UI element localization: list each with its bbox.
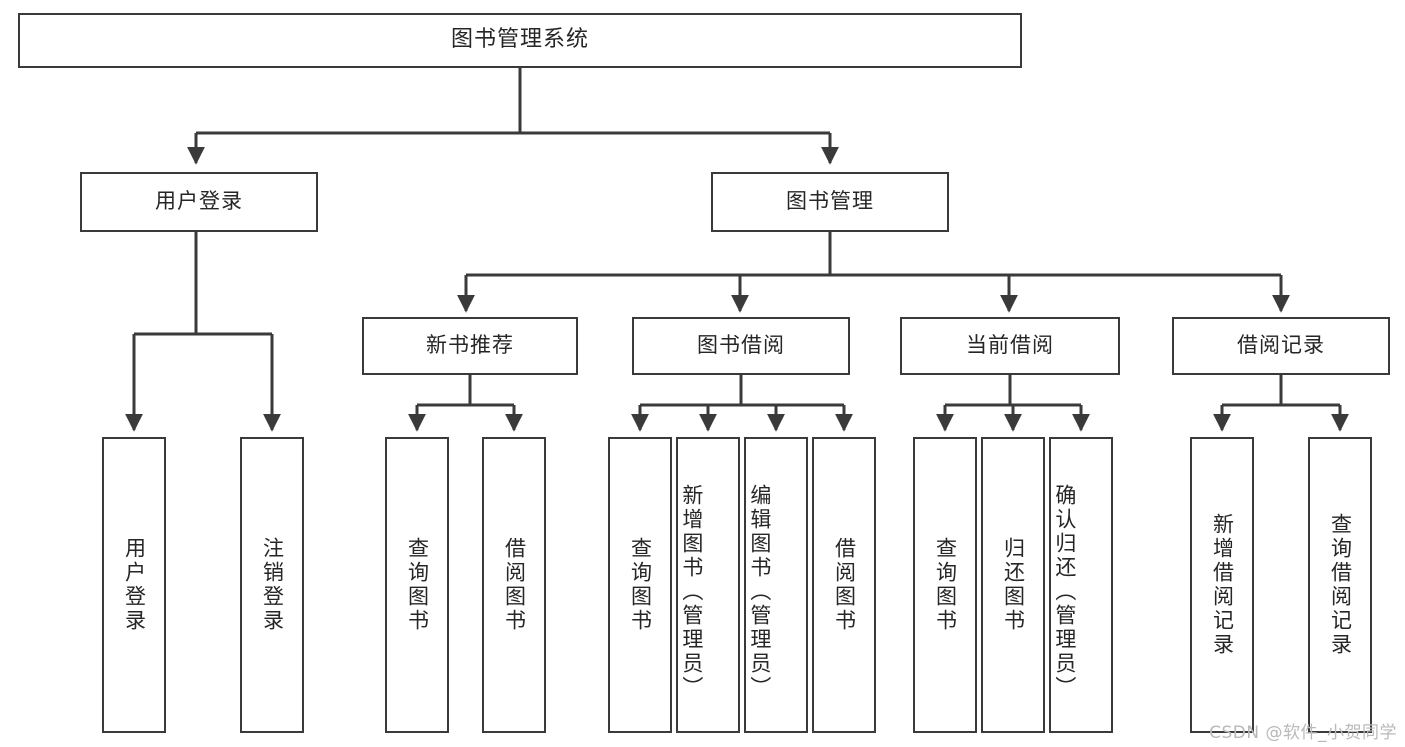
leaf-current-borrow-1[interactable]: 归还图书	[981, 437, 1045, 733]
watermark: CSDN @软件_小贺同学	[1209, 723, 1397, 743]
leaf-borrow-record-0[interactable]: 新增借阅记录	[1190, 437, 1254, 733]
leaf-label: 注销登录	[260, 537, 285, 633]
leaf-borrow-record-1[interactable]: 查询借阅记录	[1308, 437, 1372, 733]
node-borrow-record-label: 借阅记录	[1237, 333, 1325, 358]
leaf-label: 用户登录	[122, 537, 147, 633]
node-book-borrow[interactable]: 图书借阅	[632, 317, 850, 375]
leaf-book-borrow-3[interactable]: 借阅图书	[812, 437, 876, 733]
leaf-label: 查询借阅记录	[1328, 513, 1353, 657]
node-book-manage-label: 图书管理	[786, 189, 874, 214]
node-borrow-record[interactable]: 借阅记录	[1172, 317, 1390, 375]
leaf-book-borrow-2[interactable]: 编辑图书（管理员）	[744, 437, 808, 733]
node-current-borrow[interactable]: 当前借阅	[900, 317, 1120, 375]
node-root[interactable]: 图书管理系统	[18, 13, 1022, 68]
leaf-label: 新增借阅记录	[1210, 513, 1235, 657]
leaf-new-book-rec-1[interactable]: 借阅图书	[482, 437, 546, 733]
leaf-book-borrow-1[interactable]: 新增图书（管理员）	[676, 437, 740, 733]
node-new-book-recommend[interactable]: 新书推荐	[362, 317, 578, 375]
node-current-borrow-label: 当前借阅	[966, 333, 1054, 358]
leaf-user-login-0[interactable]: 用户登录	[102, 437, 166, 733]
leaf-book-borrow-0[interactable]: 查询图书	[608, 437, 672, 733]
node-book-manage[interactable]: 图书管理	[711, 172, 949, 232]
leaf-current-borrow-2[interactable]: 确认归还（管理员）	[1049, 437, 1113, 733]
leaf-label: 借阅图书	[832, 537, 857, 633]
leaf-new-book-rec-0[interactable]: 查询图书	[385, 437, 449, 733]
node-new-book-recommend-label: 新书推荐	[426, 333, 514, 358]
leaf-user-login-1[interactable]: 注销登录	[240, 437, 304, 733]
node-book-borrow-label: 图书借阅	[697, 333, 785, 358]
leaf-label: 借阅图书	[502, 537, 527, 633]
leaf-current-borrow-0[interactable]: 查询图书	[913, 437, 977, 733]
leaf-label: 归还图书	[1001, 537, 1026, 633]
leaf-label: 编辑图书（管理员）	[747, 484, 772, 700]
leaf-label: 查询图书	[405, 537, 430, 633]
node-root-label: 图书管理系统	[450, 27, 589, 53]
leaf-label: 新增图书（管理员）	[679, 484, 704, 700]
leaf-label: 查询图书	[628, 537, 653, 633]
leaf-label: 确认归还（管理员）	[1052, 484, 1077, 700]
node-user-login-label: 用户登录	[155, 189, 243, 214]
node-user-login[interactable]: 用户登录	[80, 172, 318, 232]
leaf-label: 查询图书	[933, 537, 958, 633]
